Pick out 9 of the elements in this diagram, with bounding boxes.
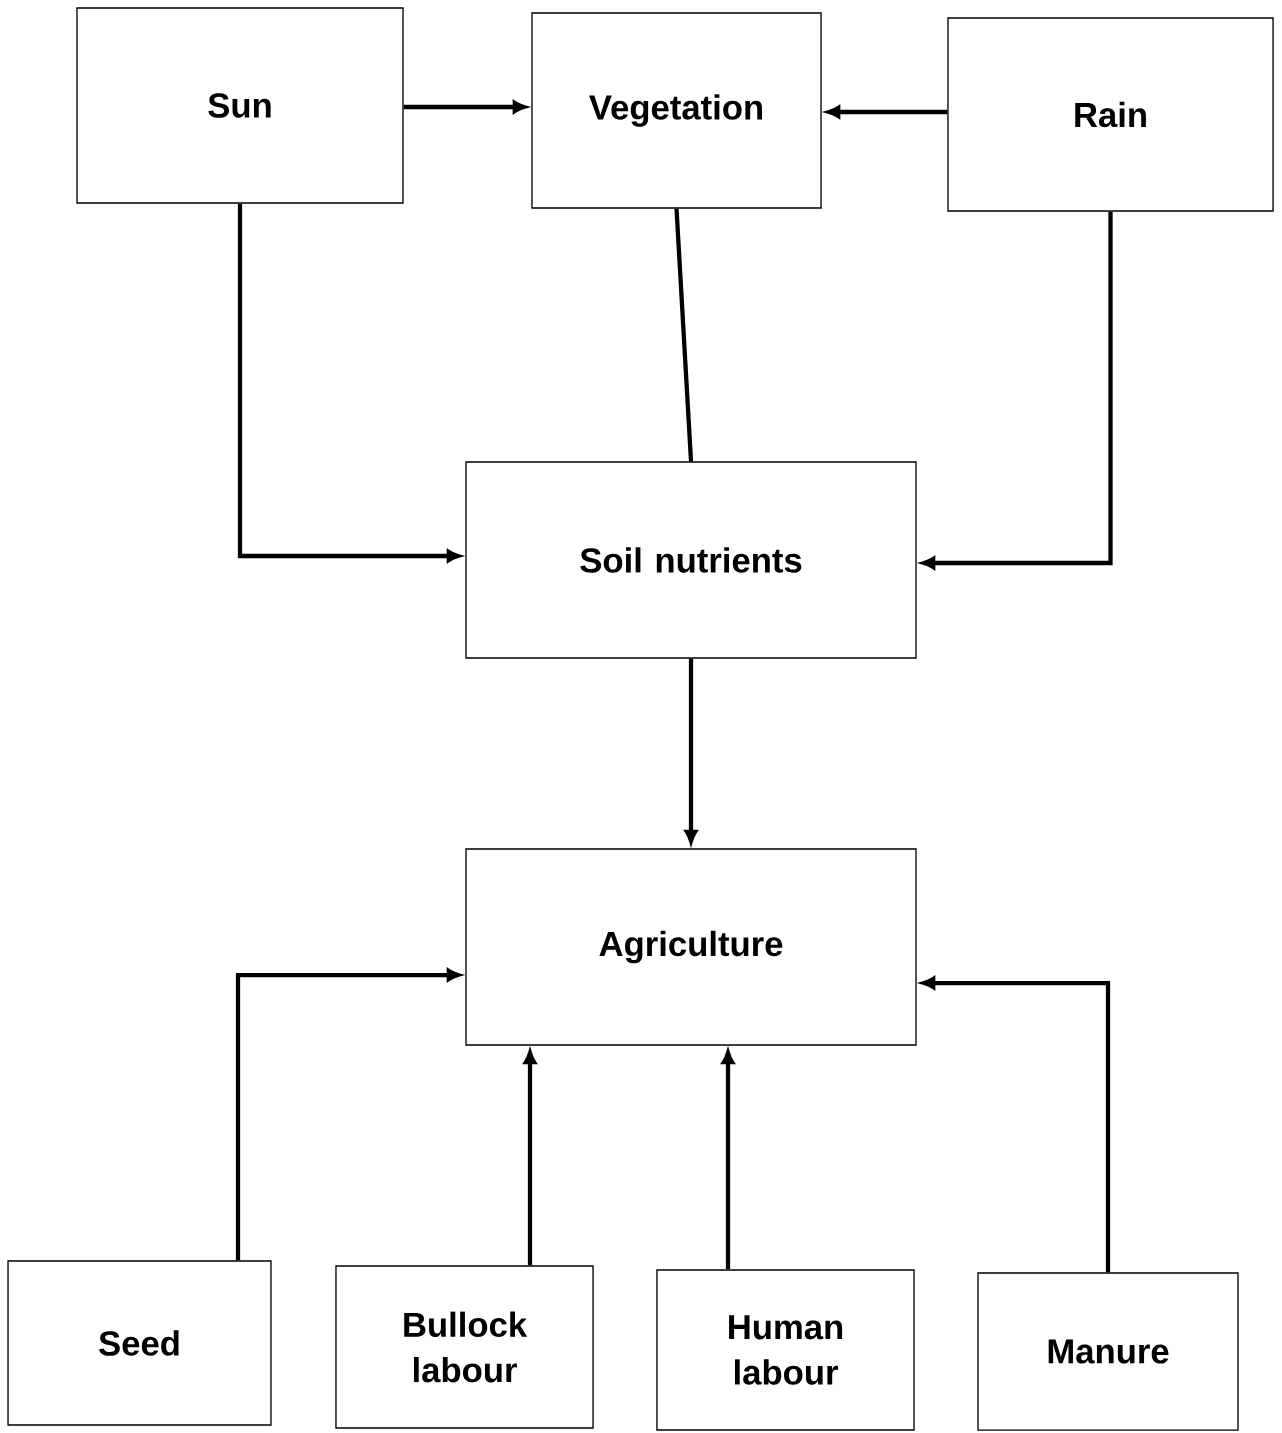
process-box: Human labour [656,1269,915,1431]
process-box: Vegetation [531,12,822,209]
process-box: Rain [947,17,1274,212]
process-box: Soil nutrients [465,461,917,659]
process-box: Sun [76,7,404,204]
process-box: Manure [977,1272,1239,1431]
process-box: Agriculture [465,848,917,1046]
process-box: Bullock labour [335,1265,594,1429]
process-box: Seed [7,1260,272,1426]
